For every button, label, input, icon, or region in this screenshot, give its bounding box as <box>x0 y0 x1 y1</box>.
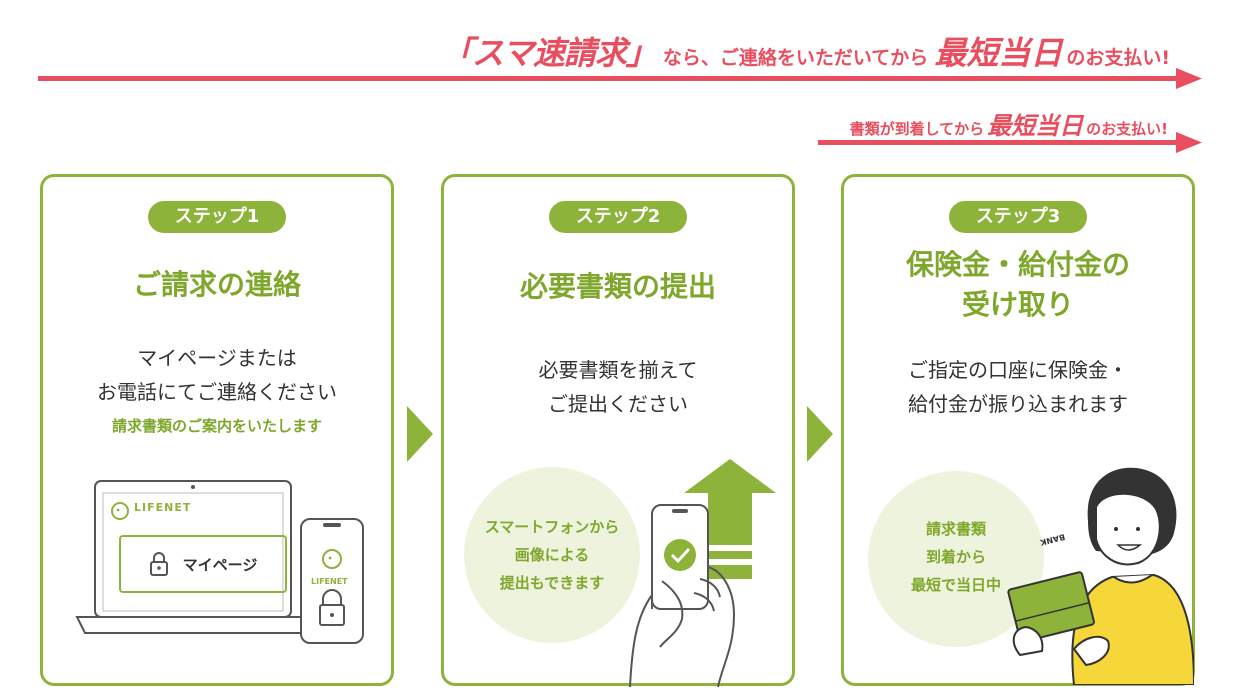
step-card-2: ステップ2 必要書類の提出 必要書類を揃えて ご提出ください スマートフォンから… <box>441 174 795 687</box>
banner-highlight: 最短当日 <box>934 34 1063 72</box>
step-note: 請求書類のご案内をいたします <box>111 417 322 435</box>
lock-icon <box>149 552 168 576</box>
info-bubble-text: スマートフォンから 画像による 提出もできます <box>484 518 620 592</box>
smartphone-icon <box>300 518 364 644</box>
mypage-button-label: マイページ <box>182 555 258 574</box>
step-title-line2: 受け取り <box>961 288 1074 321</box>
person-with-bankbook-icon <box>1007 467 1194 685</box>
timeline-arrow-secondary <box>38 132 1202 153</box>
laptop-logo: LIFENET <box>134 501 192 514</box>
hand-smartphone-icon <box>629 504 736 687</box>
timeline-arrow-primary <box>38 68 1202 89</box>
step-title: ご請求の連絡 <box>132 268 301 301</box>
banner-secondary: 書類が到着してから 最短当日 のお支払い! <box>850 106 1168 141</box>
banner-tail: のお支払い! <box>1066 47 1170 69</box>
step-title: 必要書類の提出 <box>519 270 716 303</box>
step-badge: ステップ1 <box>148 201 286 233</box>
banner-secondary-lead: 書類が到着してから <box>849 120 985 138</box>
step-desc-line1: マイページまたは <box>137 346 297 370</box>
info-bubble-text: 請求書類 到着から 最短で当日中 <box>910 520 1001 594</box>
step-arrow-1 <box>407 406 433 462</box>
banner-secondary-highlight: 最短当日 <box>987 112 1084 140</box>
phone-logo: LIFENET <box>311 577 348 586</box>
banner-brand: 「スマ速請求」 <box>440 34 658 72</box>
step-desc-line2: ご提出ください <box>548 392 688 416</box>
step-desc-line1: 必要書類を揃えて <box>538 358 698 382</box>
step-desc-line2: お電話にてご連絡ください <box>97 380 337 404</box>
step-badge: ステップ2 <box>549 201 687 233</box>
step-arrow-2 <box>807 406 833 462</box>
banner-primary: 「スマ速請求」 なら、ご連絡をいただいてから 最短当日 のお支払い! <box>441 28 1170 74</box>
step-desc-line1: ご指定の口座に保険金・ <box>908 358 1128 382</box>
step-title-line1: 保険金・給付金の <box>905 248 1130 281</box>
mypage-button[interactable]: マイページ <box>119 535 287 593</box>
banner-secondary-tail: のお支払い! <box>1086 120 1168 138</box>
banner-middle-text: なら、ご連絡をいただいてから <box>662 47 929 69</box>
step-card-1: ステップ1 ご請求の連絡 マイページまたは お電話にてご連絡ください 請求書類の… <box>40 174 394 686</box>
upload-arrow-icon <box>684 459 776 579</box>
step-desc-line2: 給付金が振り込まれます <box>908 392 1128 416</box>
check-icon <box>664 539 696 571</box>
step-card-3: ステップ3 保険金・給付金の 受け取り ご指定の口座に保険金・ 給付金が振り込ま… <box>841 174 1195 686</box>
info-bubble <box>464 467 640 643</box>
step-badge: ステップ3 <box>949 201 1087 233</box>
